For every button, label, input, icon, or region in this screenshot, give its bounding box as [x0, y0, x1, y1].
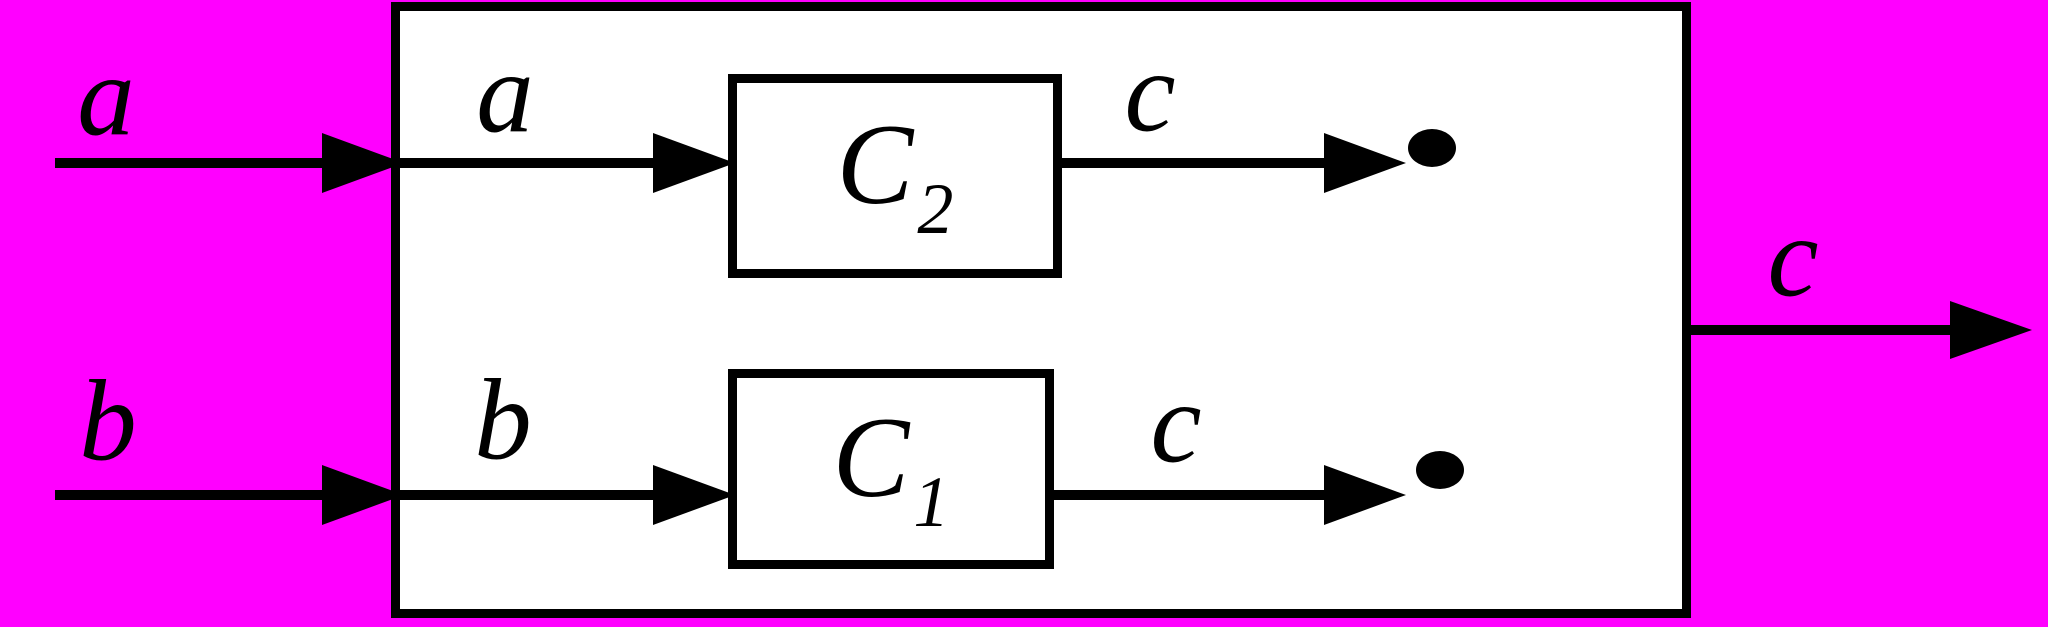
component-block-c1: C1	[728, 369, 1054, 569]
block-label-c2: C2	[837, 107, 954, 245]
label-input-b-inside: b	[474, 356, 532, 484]
block-c2-base: C	[836, 101, 914, 228]
label-output-c-main: c	[1767, 193, 1819, 321]
label-output-c-bottom: c	[1150, 359, 1202, 487]
block-c1-subscript: 1	[913, 462, 950, 542]
label-input-a-outside: a	[77, 32, 135, 160]
label-input-a-inside: a	[476, 29, 534, 157]
block-c2-subscript: 2	[917, 169, 954, 249]
label-output-c-top: c	[1124, 28, 1176, 156]
label-input-b-outside: b	[79, 357, 137, 485]
block-label-c1: C1	[833, 400, 950, 538]
block-c1-base: C	[832, 394, 910, 521]
output-c-main-arrowhead-icon	[1950, 301, 2032, 359]
component-block-c2: C2	[728, 74, 1062, 278]
